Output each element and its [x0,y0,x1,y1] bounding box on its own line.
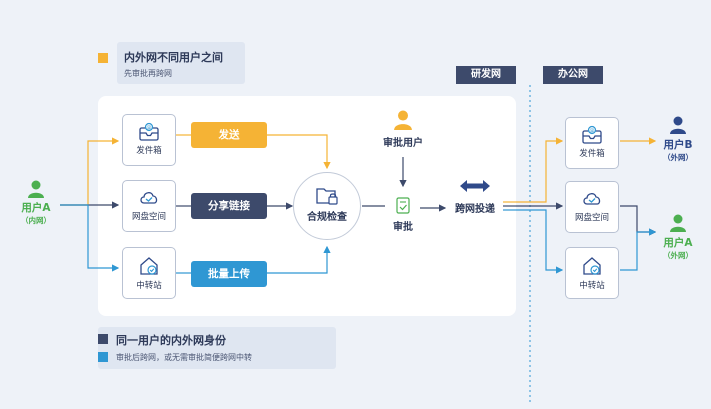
share-link-button[interactable]: 分享链接 [191,193,267,219]
card-cloud-drive-internal[interactable]: 网盘空间 [122,180,176,232]
legend-bottom-title: 同一用户的内外网身份 [116,334,226,347]
transfer-station-icon [140,257,158,275]
delivery-label: 跨网投递 [455,204,495,215]
approve-node: 审批 [388,197,418,233]
compliance-check-node: 合规检查 [293,172,361,240]
outbox-icon: @ [582,125,602,144]
card-transfer-station-internal[interactable]: 中转站 [122,247,176,299]
card-outbox-internal[interactable]: @ 发件箱 [122,114,176,166]
compliance-check-label: 合规检查 [307,212,347,223]
approver-label: 审批用户 [383,138,423,149]
user-a-internal-name: 用户A [21,202,51,214]
card-transfer-station-external[interactable]: 中转站 [565,247,619,299]
folder-lock-icon [316,188,338,205]
cloud-drive-icon [140,192,158,204]
user-b-name: 用户B [663,139,693,151]
cross-network-delivery: 跨网投递 [448,180,502,215]
legend-top: 内外网不同用户之间 先审批再跨网 [117,42,245,84]
legend-top-subtitle: 先审批再跨网 [124,69,172,78]
user-icon [28,180,44,198]
card-label: 中转站 [579,281,605,291]
card-label: 网盘空间 [574,213,609,223]
legend-top-swatch [98,53,108,63]
user-icon [394,110,412,130]
legend-bottom-subtitle: 审批后跨网，或无需审批简便跨网中转 [116,353,252,362]
outbox-icon: @ [139,122,159,141]
legend-bottom-swatch-blue [98,352,108,362]
legend-top-title: 内外网不同用户之间 [124,51,223,64]
card-label: 网盘空间 [131,212,166,222]
user-a-internal-tag: （内网） [21,216,51,225]
batch-upload-button[interactable]: 批量上传 [191,261,267,287]
legend-bottom-swatch-dark [98,334,108,344]
user-icon [670,214,686,232]
approver-user: 审批用户 [378,110,428,149]
user-a-internal: 用户A （内网） [14,180,58,226]
zone-office-tag: 办公网 [543,66,603,84]
legend-bottom: 同一用户的内外网身份 审批后跨网，或无需审批简便跨网中转 [98,327,336,369]
card-outbox-external[interactable]: @ 发件箱 [565,117,619,169]
send-button[interactable]: 发送 [191,122,267,148]
transfer-station-icon [583,257,601,275]
user-icon [670,116,686,134]
zone-dev-tag: 研发网 [456,66,516,84]
card-label: 中转站 [136,281,162,291]
user-a-external: 用户A （外网） [656,214,700,261]
user-b-external: 用户B （外网） [656,116,700,163]
approval-doc-icon [396,197,410,214]
cloud-drive-icon [583,193,601,205]
card-label: 发件箱 [579,149,605,159]
user-a-external-tag: （外网） [663,251,693,260]
user-a-external-name: 用户A [663,237,693,249]
card-cloud-drive-external[interactable]: 网盘空间 [565,181,619,233]
approve-label: 审批 [393,222,413,233]
card-label: 发件箱 [136,146,162,156]
svg-text:@: @ [590,128,595,134]
double-arrow-icon [460,180,490,192]
user-b-tag: （外网） [663,153,693,162]
svg-text:@: @ [147,125,152,131]
